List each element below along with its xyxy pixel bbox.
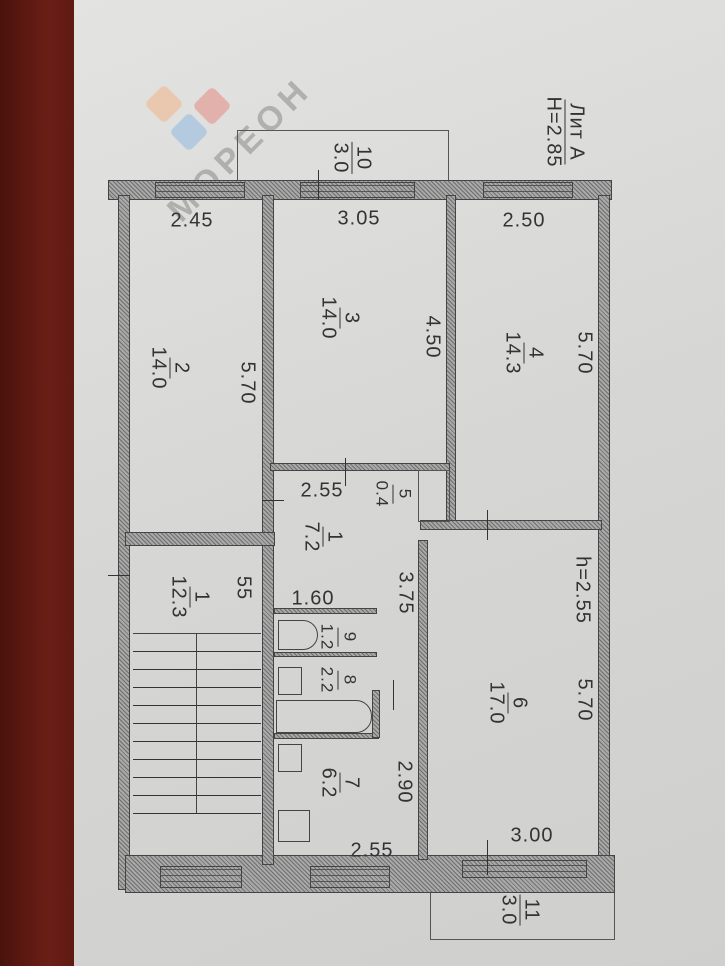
dim-room2-length: 5.70 (236, 361, 259, 405)
door-marker (262, 500, 284, 501)
kitchen-sink-icon (278, 744, 302, 772)
door-marker (318, 170, 319, 200)
dim-hall-short: 1.60 (291, 587, 335, 610)
door-marker (345, 458, 346, 486)
wall-bath-top (274, 608, 377, 614)
door-marker (487, 510, 488, 540)
wall-right (598, 195, 610, 870)
ceiling-height-room6: h=2.55 (571, 556, 594, 624)
wall-bath-kitchen (274, 733, 379, 739)
dim-stair: 55 (232, 575, 255, 601)
title-letter: Лит А (564, 99, 588, 165)
dim-room6-length: 5.70 (573, 678, 596, 722)
plan-title: Лит А H=2.85 (542, 96, 588, 168)
door-marker (393, 680, 394, 710)
window-room4 (483, 182, 573, 198)
window-kitchen (310, 866, 390, 888)
stove-icon (278, 810, 310, 842)
closet-5 (418, 470, 450, 522)
sink-icon (278, 667, 302, 695)
wall-wc-bath (274, 652, 377, 657)
dim-room7-width: 2.55 (350, 839, 394, 862)
dim-room7-length: 2.90 (393, 760, 416, 804)
dim-room3-width: 3.05 (337, 207, 381, 230)
wall-2-stair (125, 532, 275, 546)
dim-room2-width: 2.45 (170, 209, 214, 232)
title-height: H=2.85 (542, 96, 565, 168)
wall-4-6 (420, 520, 602, 530)
wall-stair-hall (262, 545, 274, 865)
dim-room4-length: 5.70 (573, 331, 596, 375)
door-marker (487, 840, 488, 875)
table-surface (0, 0, 80, 966)
paper-sheet (74, 0, 725, 966)
dim-room3-length: 4.50 (421, 315, 444, 359)
window-room2 (155, 182, 245, 198)
window-stair (160, 866, 242, 888)
window-room3 (300, 182, 415, 198)
toilet-icon (278, 620, 318, 650)
bathtub-icon (276, 700, 372, 733)
window-room6 (462, 860, 587, 878)
dim-room4-width: 2.50 (502, 209, 546, 232)
door-marker (108, 575, 130, 576)
dim-hall-length: 3.75 (394, 571, 417, 615)
wall-hall-6 (418, 540, 428, 860)
wall-2-3 (262, 195, 274, 540)
dim-hall-width: 2.55 (300, 479, 344, 502)
wall-bath-side (372, 690, 380, 738)
wall-3-hall (270, 463, 450, 471)
dim-room6-width: 3.00 (510, 824, 554, 847)
